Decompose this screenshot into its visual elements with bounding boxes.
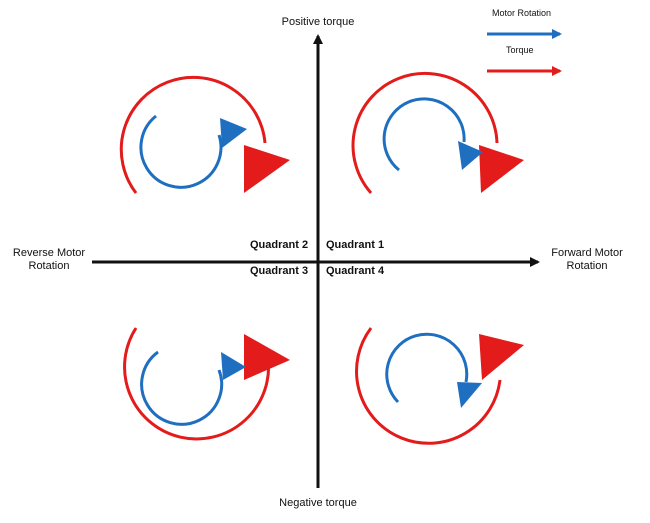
quadrant-3-label: Quadrant 3 <box>250 265 309 277</box>
quadrant-4-rotation-icon <box>355 327 524 445</box>
legend-torque-label: Torque <box>506 45 534 55</box>
negative-torque-label: Negative torque <box>279 497 357 509</box>
quadrant-2-label: Quadrant 2 <box>250 239 309 251</box>
quadrant-3-rotation-icon <box>123 327 290 441</box>
forward-motor-label-line1: Forward Motor <box>551 247 623 259</box>
forward-motor-rotation-label: Forward Motor Rotation <box>542 247 632 273</box>
legend-motor-rotation-label: Motor Rotation <box>492 8 552 18</box>
reverse-motor-label-line2: Rotation <box>28 260 70 272</box>
reverse-motor-label-line1: Reverse Motor <box>12 247 86 259</box>
forward-motor-label-line2: Rotation <box>566 260 608 272</box>
reverse-motor-rotation-label: Reverse Motor Rotation <box>8 247 90 273</box>
quadrant-2-rotation-icon <box>119 75 290 194</box>
quadrant-1-label: Quadrant 1 <box>326 239 385 251</box>
quadrant-1-rotation-icon <box>351 71 524 194</box>
quadrant-4-label: Quadrant 4 <box>326 265 385 277</box>
positive-torque-label: Positive torque <box>281 16 355 28</box>
